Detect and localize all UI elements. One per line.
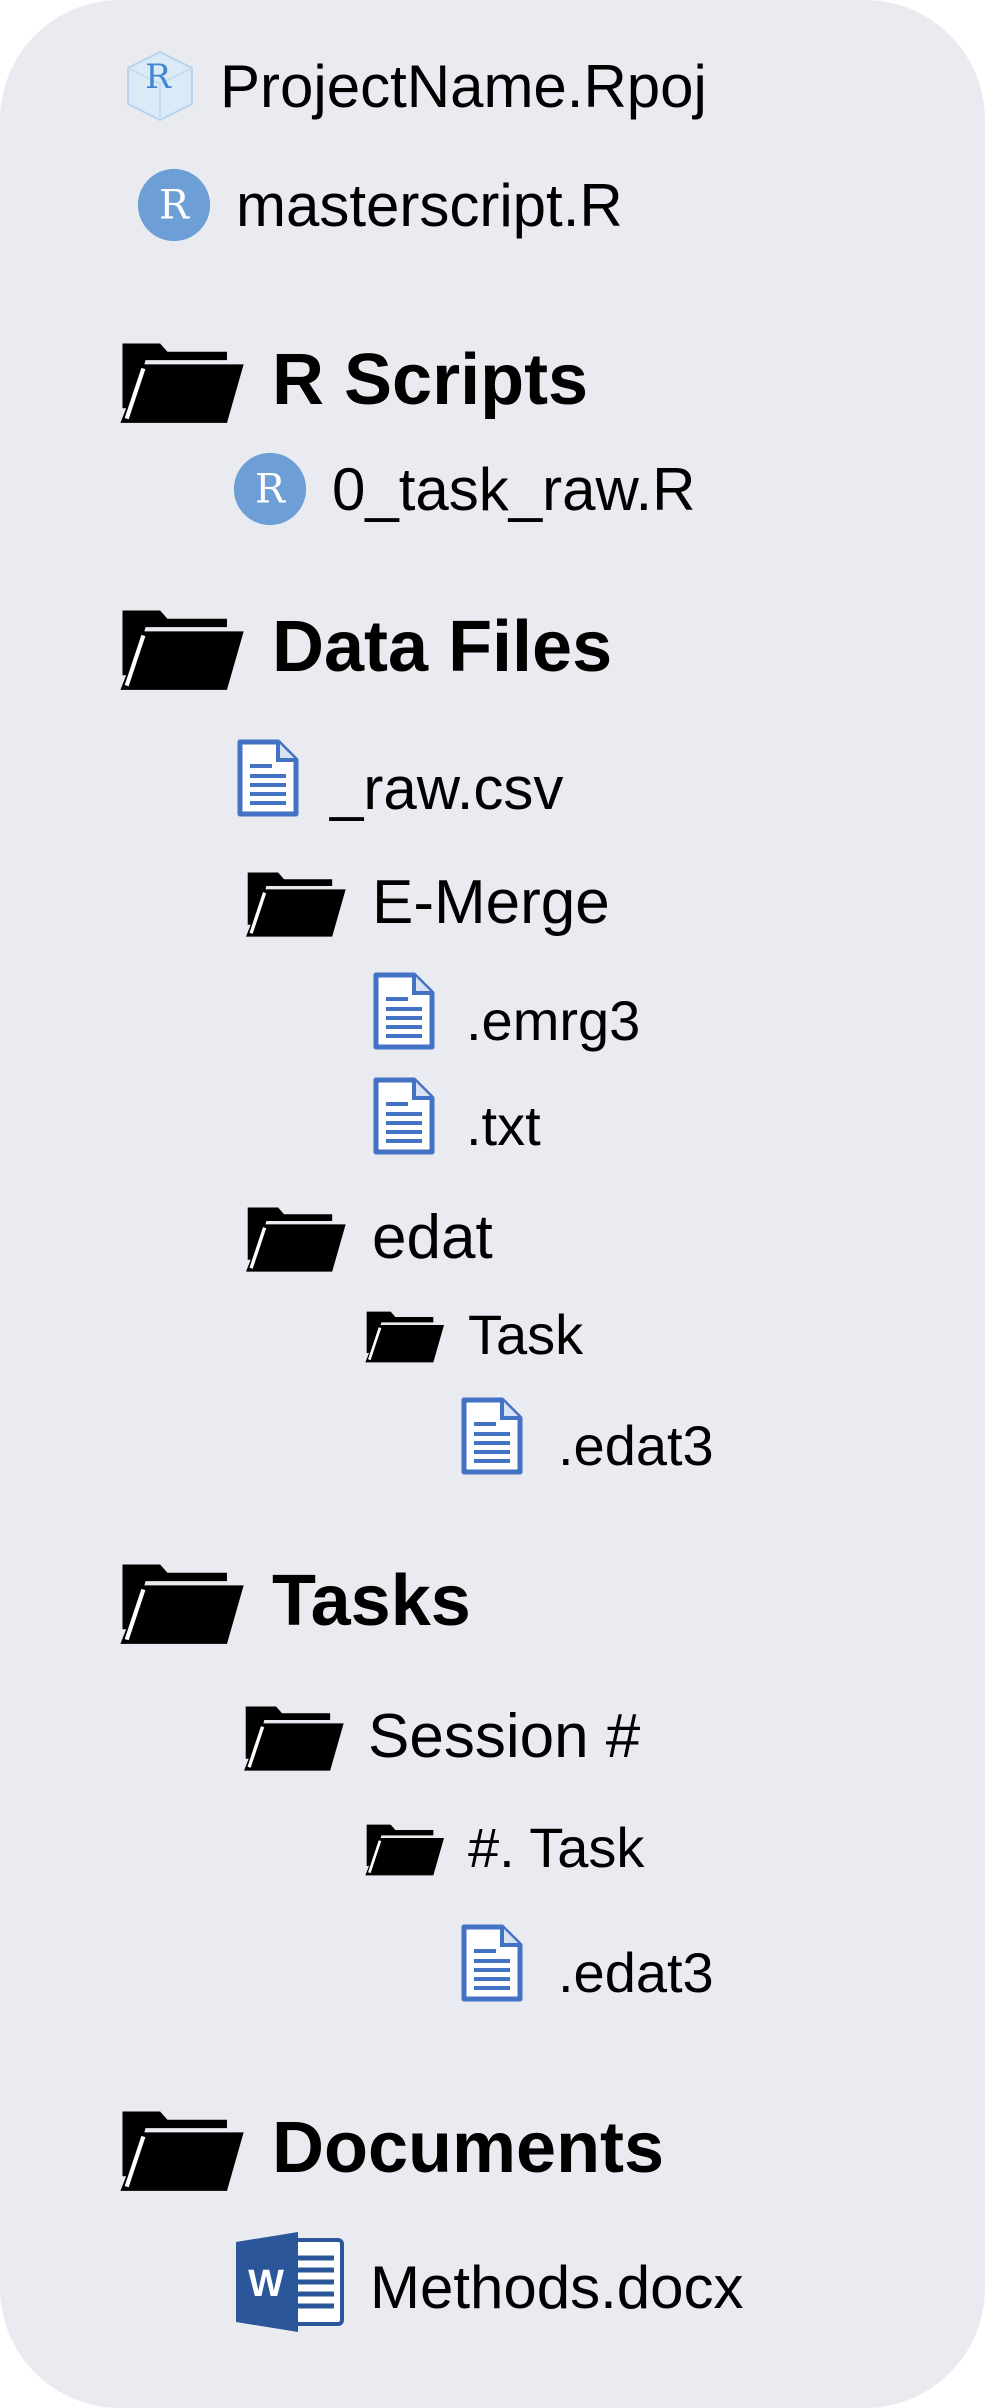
- tree-item-raw-csv[interactable]: _raw.csv: [236, 732, 563, 823]
- svg-text:W: W: [248, 2263, 284, 2305]
- tree-item-master-script[interactable]: R masterscript.R: [136, 167, 623, 243]
- tree-item-project-file[interactable]: R ProjectName.Rpoj: [122, 48, 707, 124]
- tree-item-label: .emrg3: [466, 989, 641, 1052]
- folder-e-merge[interactable]: E-Merge: [244, 864, 610, 940]
- folder-session-task[interactable]: #. Task: [364, 1815, 644, 1880]
- folder-r-scripts[interactable]: R Scripts: [118, 333, 588, 427]
- folder-icon: [364, 1305, 444, 1365]
- folder-label: Documents: [272, 2108, 665, 2188]
- tree-item-label: .txt: [466, 1094, 541, 1157]
- svg-text:R: R: [255, 466, 286, 512]
- folder-edat[interactable]: edat: [244, 1199, 493, 1275]
- document-icon: [236, 736, 300, 820]
- folder-icon: [244, 1199, 346, 1275]
- folder-label: Data Files: [272, 607, 613, 687]
- tree-item-edat3[interactable]: .edat3: [460, 1920, 714, 2005]
- tree-item-label: Methods.docx: [370, 2253, 744, 2321]
- svg-text:R: R: [145, 57, 172, 97]
- r-script-icon: R: [136, 167, 212, 243]
- folder-label: Task: [468, 1303, 584, 1366]
- tree-item-edat3[interactable]: .edat3: [460, 1393, 714, 1478]
- document-icon: [372, 969, 436, 1053]
- folder-icon: [364, 1818, 444, 1878]
- tree-item-label: .edat3: [558, 1414, 714, 1477]
- folder-data-files[interactable]: Data Files: [118, 600, 612, 694]
- folder-label: edat: [372, 1202, 493, 1272]
- folder-label: E-Merge: [372, 867, 610, 937]
- tree-item-label: .edat3: [558, 1941, 714, 2004]
- document-icon: [460, 1921, 524, 2005]
- folder-icon: [242, 1698, 344, 1774]
- folder-label: R Scripts: [272, 340, 589, 420]
- folder-label: Session #: [368, 1701, 641, 1771]
- r-project-icon: R: [127, 50, 193, 122]
- folder-label: Tasks: [272, 1561, 471, 1641]
- tree-item-txt[interactable]: .txt: [372, 1073, 541, 1158]
- tree-item-r-script[interactable]: R 0_task_raw.R: [232, 451, 696, 527]
- tree-item-emrg3[interactable]: .emrg3: [372, 968, 640, 1053]
- tree-item-label: ProjectName.Rpoj: [220, 52, 707, 120]
- tree-item-methods-docx[interactable]: W Methods.docx: [236, 2230, 744, 2334]
- folder-icon: [118, 333, 244, 427]
- folder-tasks[interactable]: Tasks: [118, 1554, 471, 1648]
- svg-text:R: R: [159, 182, 190, 228]
- folder-session[interactable]: Session #: [242, 1698, 640, 1774]
- tree-item-label: 0_task_raw.R: [332, 455, 696, 523]
- folder-edat-task[interactable]: Task: [364, 1302, 583, 1367]
- folder-documents[interactable]: Documents: [118, 2101, 664, 2195]
- folder-icon: [118, 1554, 244, 1648]
- document-icon: [372, 1074, 436, 1158]
- word-document-icon: W: [236, 2232, 344, 2332]
- document-icon: [460, 1394, 524, 1478]
- tree-item-label: _raw.csv: [330, 755, 564, 822]
- r-script-icon: R: [232, 451, 308, 527]
- folder-icon: [118, 2101, 244, 2195]
- folder-label: #. Task: [468, 1816, 645, 1879]
- folder-icon: [244, 864, 346, 940]
- folder-icon: [118, 600, 244, 694]
- tree-item-label: masterscript.R: [236, 171, 623, 239]
